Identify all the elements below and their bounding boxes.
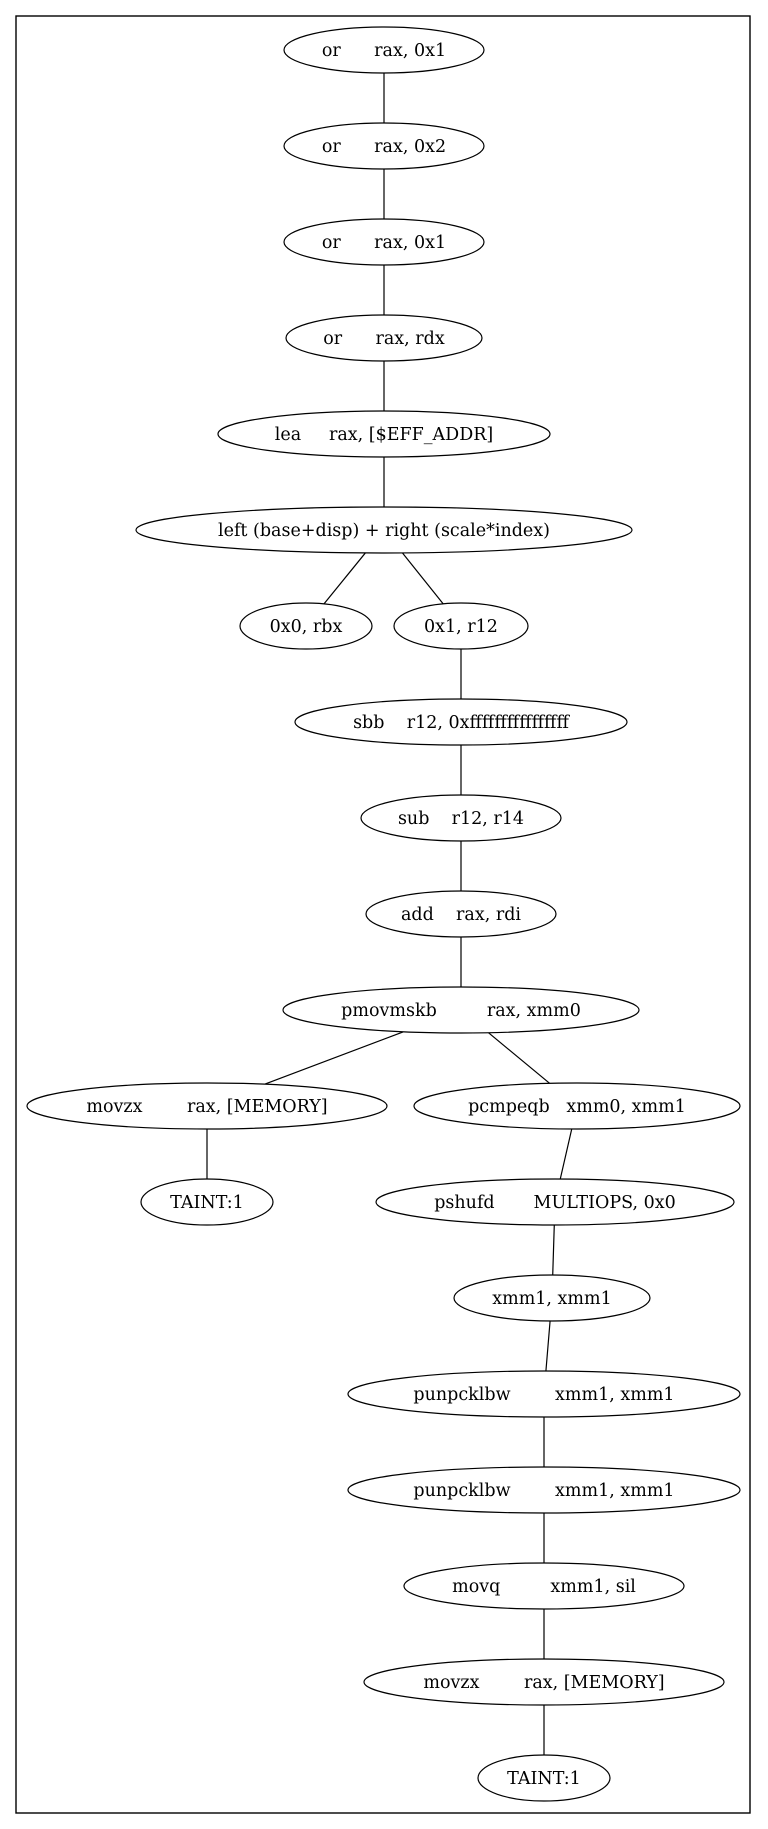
graph-node-n10: sub r12, r14: [360, 794, 562, 842]
node-label: xmm1, xmm1: [492, 1289, 612, 1309]
node-label: left (base+disp) + right (scale*index): [218, 521, 550, 541]
graph-node-n8: 0x1, r12: [393, 602, 529, 650]
graph-node-n6: left (base+disp) + right (scale*index): [135, 506, 633, 554]
edge-n14-n16: [559, 1128, 573, 1180]
graph-node-n15: TAINT:1: [140, 1178, 274, 1226]
node-label: lea rax, [$EFF_ADDR]: [275, 425, 493, 445]
graph-node-n14: pcmpeqb xmm0, xmm1: [413, 1082, 741, 1130]
node-ellipse: [347, 1370, 741, 1418]
graph-node-n19: punpcklbw xmm1, xmm1: [347, 1466, 741, 1514]
graph-node-n16: pshufd MULTIOPS, 0x0: [375, 1178, 735, 1226]
node-ellipse: [217, 410, 551, 458]
graph-node-n4: or rax, rdx: [285, 314, 483, 362]
node-ellipse: [283, 26, 485, 74]
node-ellipse: [140, 1178, 274, 1226]
node-ellipse: [135, 506, 633, 554]
node-ellipse: [413, 1082, 741, 1130]
edge-n16-n17: [552, 1224, 555, 1276]
node-label: sbb r12, 0xffffffffffffffff: [353, 713, 570, 733]
node-label: punpcklbw xmm1, xmm1: [413, 1481, 674, 1501]
node-label: movzx rax, [MEMORY]: [86, 1097, 327, 1117]
node-label: movzx rax, [MEMORY]: [423, 1673, 664, 1693]
node-label: or rax, 0x1: [322, 41, 446, 61]
node-ellipse: [285, 314, 483, 362]
node-label: sub r12, r14: [398, 809, 524, 829]
edges: [206, 73, 573, 1755]
edge-n17-n18: [545, 1320, 551, 1372]
node-ellipse: [393, 602, 529, 650]
graph-node-n7: 0x0, rbx: [239, 602, 373, 650]
node-ellipse: [283, 218, 485, 266]
node-ellipse: [360, 794, 562, 842]
node-ellipse: [365, 890, 557, 938]
graph-node-n22: TAINT:1: [477, 1754, 611, 1802]
node-ellipse: [282, 986, 640, 1034]
node-label: pcmpeqb xmm0, xmm1: [468, 1097, 686, 1117]
node-label: 0x1, r12: [424, 617, 498, 637]
graph-node-n21: movzx rax, [MEMORY]: [363, 1658, 725, 1706]
node-label: or rax, rdx: [323, 329, 445, 349]
node-label: pshufd MULTIOPS, 0x0: [434, 1193, 676, 1213]
node-label: punpcklbw xmm1, xmm1: [413, 1385, 674, 1405]
node-ellipse: [375, 1178, 735, 1226]
node-ellipse: [283, 122, 485, 170]
edge-n12-n13: [264, 1031, 404, 1085]
nodes: or rax, 0x1 or rax, 0x2 or rax, 0x1 or rax,…: [26, 26, 741, 1802]
node-ellipse: [294, 698, 628, 746]
graph-node-n5: lea rax, [$EFF_ADDR]: [217, 410, 551, 458]
node-label: movq xmm1, sil: [452, 1577, 636, 1597]
graph-node-n18: punpcklbw xmm1, xmm1: [347, 1370, 741, 1418]
graph-node-n12: pmovmskb rax, xmm0: [282, 986, 640, 1034]
node-label: TAINT:1: [507, 1769, 581, 1789]
node-label: or rax, 0x2: [322, 137, 446, 157]
graph-node-n3: or rax, 0x1: [283, 218, 485, 266]
graph-node-n11: add rax, rdi: [365, 890, 557, 938]
node-ellipse: [453, 1274, 651, 1322]
graph-node-n2: or rax, 0x2: [283, 122, 485, 170]
node-ellipse: [477, 1754, 611, 1802]
graph-node-n17: xmm1, xmm1: [453, 1274, 651, 1322]
node-label: 0x0, rbx: [270, 617, 343, 637]
node-label: pmovmskb rax, xmm0: [341, 1001, 581, 1021]
graph-frame: [15, 15, 751, 1814]
node-label: TAINT:1: [170, 1193, 244, 1213]
node-ellipse: [347, 1466, 741, 1514]
edge-n6-n7: [323, 552, 366, 605]
node-label: add rax, rdi: [401, 905, 521, 925]
node-ellipse: [239, 602, 373, 650]
graph-node-n9: sbb r12, 0xffffffffffffffff: [294, 698, 628, 746]
node-ellipse: [403, 1562, 685, 1610]
edge-n6-n8: [401, 552, 444, 605]
node-ellipse: [363, 1658, 725, 1706]
graph-node-n13: movzx rax, [MEMORY]: [26, 1082, 388, 1130]
graph-node-n1: or rax, 0x1: [283, 26, 485, 74]
node-label: or rax, 0x1: [322, 233, 446, 253]
edge-n12-n14: [488, 1032, 550, 1084]
graph-node-n20: movq xmm1, sil: [403, 1562, 685, 1610]
node-ellipse: [26, 1082, 388, 1130]
